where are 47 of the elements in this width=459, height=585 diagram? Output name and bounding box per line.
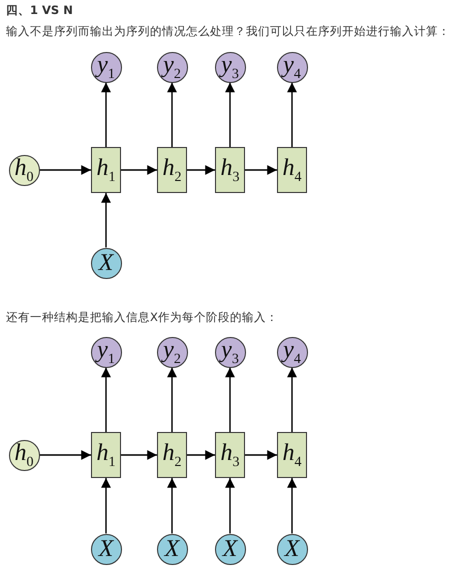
initial-state-circle: h$_{0}$ — [8, 154, 40, 186]
hidden-state-box: h$_{2}$ — [157, 432, 187, 478]
arrow — [167, 368, 177, 432]
hidden-state-box: h$_{2}$ — [157, 147, 187, 193]
initial-state-circle: h$_{0}$ — [8, 440, 40, 470]
output-circle: y$_{1}$ — [90, 336, 122, 368]
hidden-state-box: h$_{1}$ — [91, 432, 121, 478]
arrow — [225, 82, 235, 147]
arrow — [287, 478, 297, 534]
output-circle: y$_{2}$ — [156, 336, 188, 368]
input-circle: X — [90, 534, 122, 564]
hidden-state-box: h$_{3}$ — [215, 147, 245, 193]
arrow — [101, 82, 111, 147]
arrow — [187, 450, 215, 460]
arrow — [101, 368, 111, 432]
input-circle: X — [90, 248, 122, 278]
arrow — [40, 165, 91, 175]
heading: 四、1 VS N — [6, 3, 73, 18]
arrow — [225, 478, 235, 534]
arrow — [101, 478, 111, 534]
input-circle: X — [156, 534, 188, 564]
arrow — [167, 82, 177, 147]
output-circle: y$_{4}$ — [276, 336, 308, 368]
output-circle: y$_{3}$ — [214, 52, 246, 82]
input-circle: X — [276, 534, 308, 564]
arrow — [121, 450, 157, 460]
hidden-state-box: h$_{4}$ — [277, 147, 307, 193]
arrow — [187, 165, 215, 175]
arrow — [40, 450, 91, 460]
output-circle: y$_{2}$ — [156, 52, 188, 82]
description-text: 还有一种结构是把输入信息X作为每个阶段的输入： — [6, 310, 278, 325]
hidden-state-box: h$_{3}$ — [215, 432, 245, 478]
hidden-state-box: h$_{1}$ — [91, 147, 121, 193]
input-circle: X — [214, 534, 246, 564]
output-circle: y$_{3}$ — [214, 336, 246, 368]
output-circle: y$_{1}$ — [90, 52, 122, 82]
arrow — [225, 368, 235, 432]
hidden-state-box: h$_{4}$ — [277, 432, 307, 478]
arrow — [287, 82, 297, 147]
arrow — [245, 450, 277, 460]
arrow — [167, 478, 177, 534]
arrow — [101, 193, 111, 248]
arrow — [287, 368, 297, 432]
output-circle: y$_{4}$ — [276, 52, 308, 82]
description-text: 输入不是序列而输出为序列的情况怎么处理？我们可以只在序列开始进行输入计算： — [6, 24, 450, 39]
arrow — [245, 165, 277, 175]
arrow — [121, 165, 157, 175]
